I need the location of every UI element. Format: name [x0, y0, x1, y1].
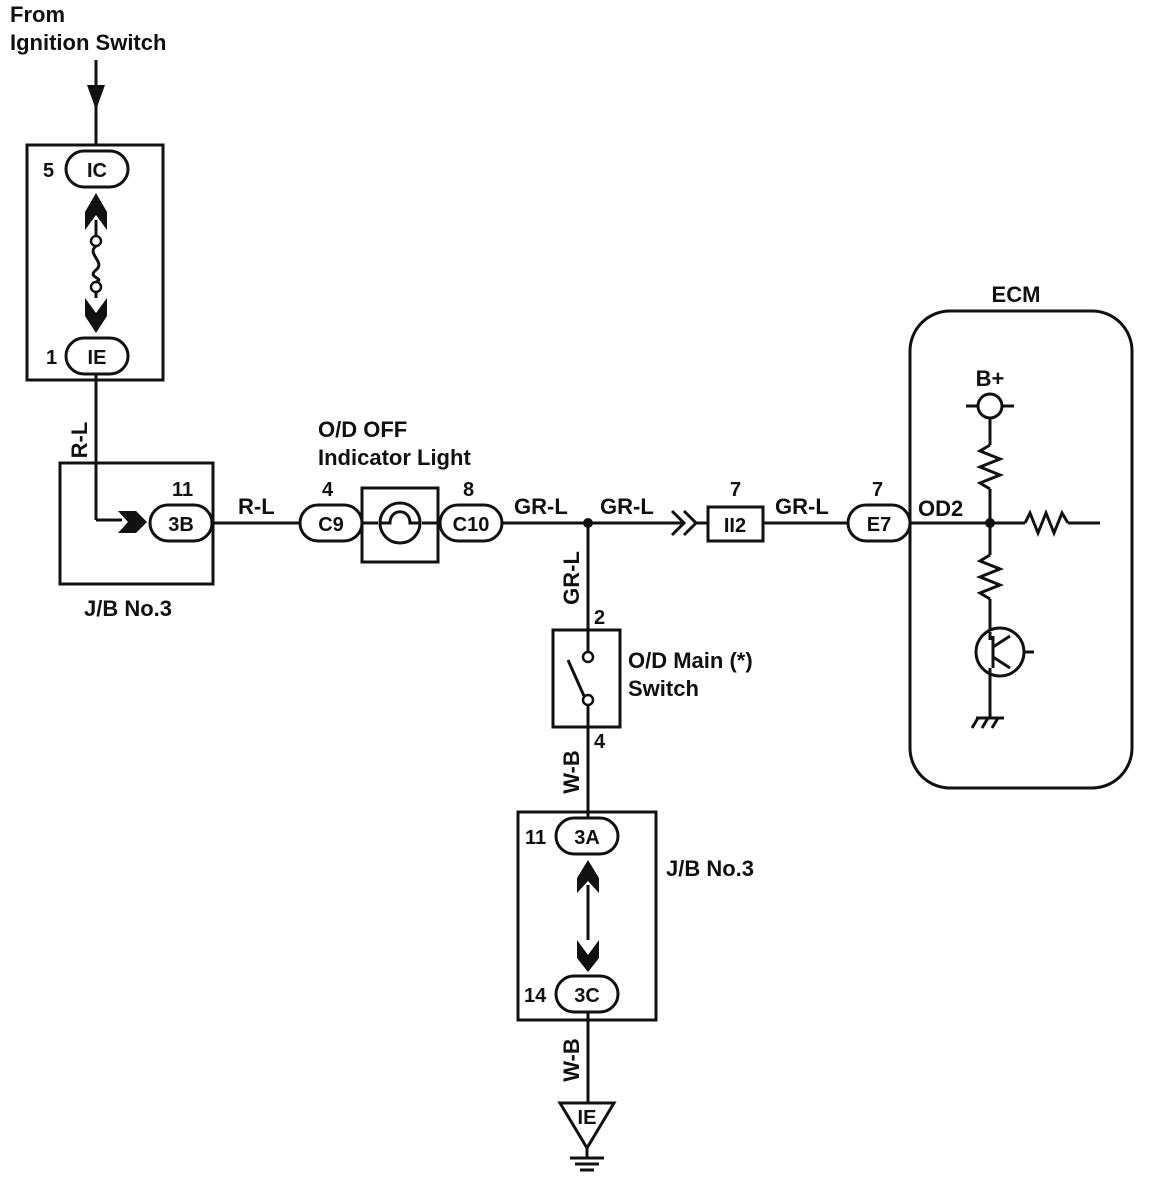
source-label-line2: Ignition Switch	[10, 30, 166, 55]
inline-connector-icon	[670, 509, 708, 537]
connector-c10: C10	[438, 503, 504, 543]
connector-c9: C9	[298, 503, 364, 543]
fuse-icon	[85, 193, 107, 333]
connector-3b-label: 3B	[168, 514, 194, 536]
jb-bottom-label: J/B No.3	[666, 856, 754, 881]
pin-11-3b: 11	[172, 479, 193, 501]
ecm-supply-label: B+	[976, 366, 1005, 391]
pin-8-c10: 8	[463, 479, 474, 501]
pin-5: 5	[43, 160, 54, 182]
connector-c9-label: C9	[318, 514, 344, 536]
jumper-icon	[577, 860, 599, 972]
jb-mid-label: J/B No.3	[84, 596, 172, 621]
ecm-box	[908, 309, 1134, 790]
bulb-icon	[362, 501, 438, 545]
indicator-title-line2: Indicator Light	[318, 445, 471, 470]
wire-label-grl-vertical: GR-L	[559, 551, 584, 605]
wire-label-grl-1: GR-L	[514, 494, 568, 519]
connector-3a-label: 3A	[574, 827, 600, 849]
ignition-arrow-icon	[87, 60, 105, 145]
connector-3a: 3A	[554, 816, 620, 856]
pin-14-3c: 14	[524, 985, 547, 1007]
connector-e7: E7	[846, 503, 912, 543]
wire-label-grl-2: GR-L	[600, 494, 654, 519]
connector-ie: IE	[64, 336, 130, 376]
pin-7-e7: 7	[872, 479, 883, 501]
connector-ic: IC	[64, 149, 130, 189]
connector-c10-label: C10	[453, 514, 490, 536]
pin-4-switch: 4	[594, 731, 606, 753]
transistor-icon	[974, 626, 1026, 678]
wire-label-grl-3: GR-L	[775, 494, 829, 519]
indicator-light-box	[360, 486, 440, 564]
resistor-icon	[975, 443, 1005, 491]
resistor-icon	[1023, 508, 1070, 538]
wire-label-wb-2: W-B	[559, 1038, 584, 1082]
ground-point-label: IE	[578, 1107, 597, 1129]
wire-label-od2: OD2	[918, 496, 963, 521]
resistor-icon	[975, 553, 1005, 601]
switch-icon	[566, 630, 595, 727]
pin-11-3a: 11	[525, 827, 546, 849]
connector-ie-label: IE	[88, 347, 107, 369]
pin-4-c9: 4	[322, 479, 334, 501]
wire-label-wb-1: W-B	[559, 750, 584, 794]
pin-2-switch: 2	[594, 607, 605, 629]
connector-ii2-label: II2	[724, 515, 746, 537]
connector-3b: 3B	[148, 503, 214, 543]
od-switch-label-line2: Switch	[628, 676, 699, 701]
od-switch-label-line1: O/D Main (*)	[628, 648, 753, 673]
wire-label-rl-vertical: R-L	[67, 422, 92, 459]
indicator-title-line1: O/D OFF	[318, 417, 407, 442]
wire-label-rl-horizontal: R-L	[238, 494, 275, 519]
source-label-line1: From	[10, 2, 65, 27]
ecm-title: ECM	[992, 282, 1041, 307]
connector-3c-label: 3C	[574, 985, 600, 1007]
connector-e7-label: E7	[867, 514, 891, 536]
chevron-right-icon	[118, 511, 147, 533]
connector-ic-label: IC	[87, 160, 107, 182]
connector-3c: 3C	[554, 974, 620, 1014]
ecm-internal-circuit	[910, 392, 1100, 729]
ground-point-ie: IE	[557, 1101, 617, 1172]
pin-1: 1	[46, 347, 57, 369]
pin-7-ii2: 7	[730, 479, 741, 501]
